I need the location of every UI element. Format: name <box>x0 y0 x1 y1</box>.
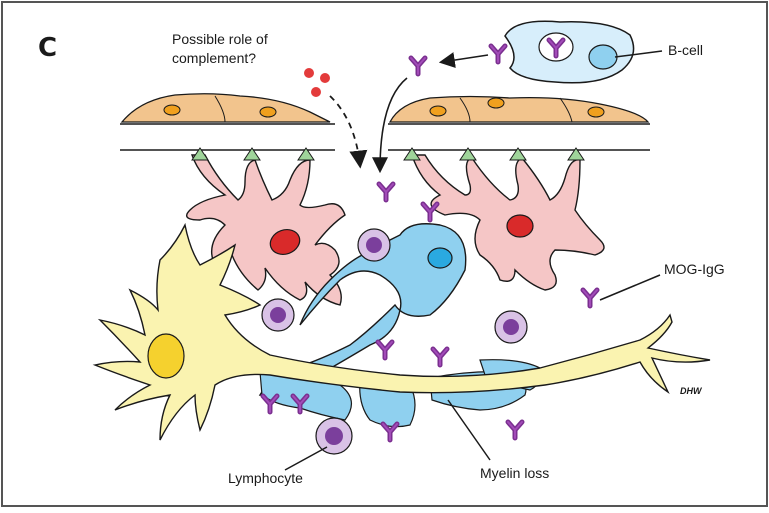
bcell <box>505 21 634 83</box>
myelin-loss-label: Myelin loss <box>480 465 549 481</box>
complement-label-line2: complement? <box>172 50 256 66</box>
lymphocyte-label: Lymphocyte <box>228 470 303 486</box>
mog-igg-label: MOG-IgG <box>664 261 725 277</box>
panel-letter: C <box>38 33 57 63</box>
bcell-label: B-cell <box>668 42 703 58</box>
artist-signature: DHW <box>680 386 703 396</box>
complement-label-line1: Possible role of <box>172 31 268 47</box>
